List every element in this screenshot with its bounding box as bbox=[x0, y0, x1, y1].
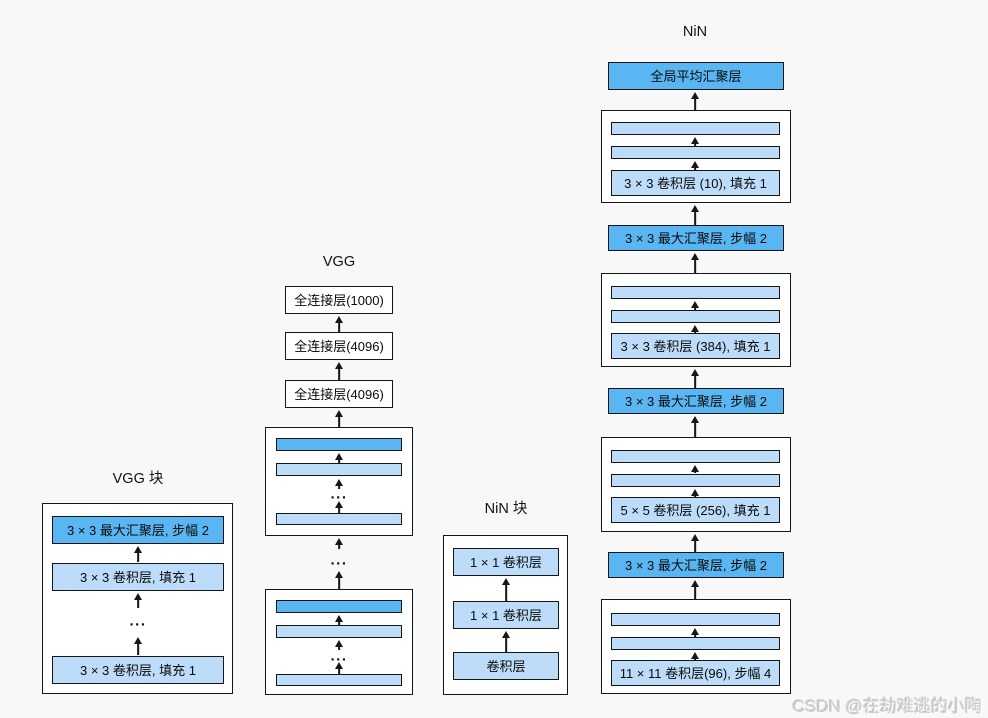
up-arrow bbox=[334, 538, 344, 549]
nin-conv-layer: 11 × 11 卷积层(96), 步幅 4 bbox=[611, 660, 780, 686]
conv1x1-layer-bar bbox=[611, 637, 780, 650]
vgg-fc-layer: 全连接层(1000) bbox=[285, 286, 393, 314]
nin-global-pool-layer: 全局平均汇聚层 bbox=[608, 62, 784, 90]
nin-block-conv-layer: 卷积层 bbox=[453, 652, 559, 680]
up-arrow bbox=[334, 571, 344, 589]
up-arrow bbox=[690, 416, 700, 437]
nin-conv-layer: 3 × 3 卷积层 (384), 填充 1 bbox=[611, 333, 780, 359]
up-arrow bbox=[690, 253, 700, 273]
vgg-block-title: VGG 块 bbox=[112, 471, 164, 487]
vgg-block-pool-layer: 3 × 3 最大汇聚层, 步幅 2 bbox=[52, 516, 224, 544]
pool-layer-bar bbox=[276, 600, 402, 613]
ellipsis: ... bbox=[330, 647, 348, 665]
up-arrow bbox=[690, 652, 700, 660]
conv1x1-layer-bar bbox=[611, 310, 780, 323]
up-arrow bbox=[334, 501, 344, 513]
up-arrow bbox=[690, 628, 700, 637]
up-arrow bbox=[690, 92, 700, 110]
csdn-watermark: CSDN @在劫难逃的小陶 bbox=[792, 697, 982, 716]
up-arrow bbox=[334, 410, 344, 427]
up-arrow bbox=[690, 325, 700, 333]
up-arrow bbox=[133, 637, 143, 655]
up-arrow bbox=[334, 662, 344, 674]
conv1x1-layer-bar bbox=[611, 450, 780, 463]
nin-title: NiN bbox=[682, 24, 708, 40]
conv-layer-bar bbox=[276, 674, 402, 686]
ellipsis: ... bbox=[330, 551, 348, 569]
up-arrow bbox=[133, 593, 143, 608]
nin-block-conv1x1-layer: 1 × 1 卷积层 bbox=[453, 548, 559, 576]
up-arrow bbox=[334, 316, 344, 332]
up-arrow bbox=[334, 615, 344, 625]
nin-block-conv1x1-layer: 1 × 1 卷积层 bbox=[453, 601, 559, 629]
up-arrow bbox=[690, 489, 700, 497]
vgg-fc-layer: 全连接层(4096) bbox=[285, 380, 393, 408]
vgg-title: VGG bbox=[322, 254, 356, 270]
vgg-fc-layer: 全连接层(4096) bbox=[285, 332, 393, 360]
up-arrow bbox=[501, 631, 511, 652]
nin-conv-layer: 5 × 5 卷积层 (256), 填充 1 bbox=[611, 497, 780, 523]
up-arrow bbox=[501, 578, 511, 601]
conv1x1-layer-bar bbox=[611, 613, 780, 626]
nin-pool-layer: 3 × 3 最大汇聚层, 步幅 2 bbox=[608, 552, 784, 578]
up-arrow bbox=[690, 580, 700, 599]
conv1x1-layer-bar bbox=[611, 474, 780, 487]
up-arrow bbox=[690, 534, 700, 552]
up-arrow bbox=[690, 137, 700, 146]
conv-layer-bar bbox=[276, 625, 402, 638]
up-arrow bbox=[133, 546, 143, 562]
up-arrow bbox=[690, 301, 700, 310]
up-arrow bbox=[690, 465, 700, 473]
conv-layer-bar bbox=[276, 513, 402, 525]
up-arrow bbox=[690, 369, 700, 388]
ellipsis: ... bbox=[330, 485, 348, 503]
up-arrow bbox=[690, 205, 700, 225]
conv1x1-layer-bar bbox=[611, 146, 780, 159]
nin-block-title: NiN 块 bbox=[484, 501, 528, 517]
conv1x1-layer-bar bbox=[611, 286, 780, 299]
up-arrow bbox=[334, 453, 344, 463]
conv-layer-bar bbox=[276, 463, 402, 476]
nin-pool-layer: 3 × 3 最大汇聚层, 步幅 2 bbox=[608, 225, 784, 251]
nin-conv-layer: 3 × 3 卷积层 (10), 填充 1 bbox=[611, 170, 780, 196]
conv1x1-layer-bar bbox=[611, 122, 780, 135]
up-arrow bbox=[690, 161, 700, 170]
up-arrow bbox=[334, 362, 344, 380]
nin-pool-layer: 3 × 3 最大汇聚层, 步幅 2 bbox=[608, 388, 784, 414]
vgg-block-conv-layer: 3 × 3 卷积层, 填充 1 bbox=[52, 563, 224, 591]
ellipsis: ... bbox=[129, 612, 147, 630]
pool-layer-bar bbox=[276, 438, 402, 451]
vgg-block-conv-layer: 3 × 3 卷积层, 填充 1 bbox=[52, 656, 224, 684]
